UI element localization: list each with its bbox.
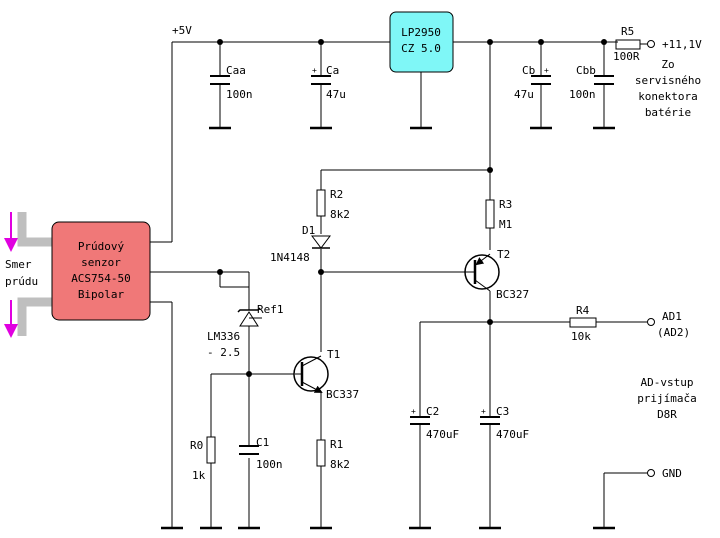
- r0-value: 1k: [192, 469, 206, 482]
- ca-value: 47u: [326, 88, 346, 101]
- cb-name: Cb: [522, 64, 535, 77]
- ca-plus: +: [312, 66, 317, 75]
- c2-value: 470uF: [426, 428, 459, 441]
- terminal-gnd: [647, 469, 655, 477]
- sensor-label-2: senzor: [81, 256, 121, 269]
- caa-name: Caa: [226, 64, 246, 77]
- c1-name: C1: [256, 436, 269, 449]
- ref1-name: Ref1: [257, 303, 284, 316]
- r1-name: R1: [330, 438, 343, 451]
- resistor-r2: [316, 189, 326, 217]
- r3-name: R3: [499, 198, 512, 211]
- ca-name: Ca: [326, 64, 339, 77]
- transistor-t1: [293, 355, 329, 393]
- cb-plus: +: [544, 66, 549, 75]
- current-direction-arrows: [4, 212, 18, 338]
- resistor-r4: [569, 317, 597, 328]
- capacitor-c2: [410, 416, 430, 425]
- reference-ref1: [237, 307, 262, 327]
- capacitor-caa: [210, 75, 230, 85]
- capacitor-c1: [239, 445, 259, 455]
- wires: [150, 41, 647, 528]
- resistor-r1: [316, 439, 326, 467]
- r4-value: 10k: [571, 330, 591, 343]
- junction-dots: [217, 39, 607, 377]
- adc-label-1: AD-vstup: [641, 376, 694, 389]
- r5-value: 100R: [613, 50, 640, 63]
- c3-name: C3: [496, 405, 509, 418]
- adc-label-3: D8R: [657, 408, 677, 421]
- r3-value: M1: [499, 218, 512, 231]
- d1-value: 1N4148: [270, 251, 310, 264]
- d1-name: D1: [302, 224, 315, 237]
- ref1-type-2: - 2.5: [207, 346, 240, 359]
- sensor-label-1: Prúdový: [78, 240, 125, 253]
- c2-name: C2: [426, 405, 439, 418]
- regulator-block: [389, 11, 454, 73]
- current-conductor: [17, 212, 52, 336]
- cb-value: 47u: [514, 88, 534, 101]
- r5-name: R5: [621, 25, 634, 38]
- diode-d1: [311, 235, 331, 249]
- sensor-label-3: ACS754-50: [71, 272, 131, 285]
- r2-value: 8k2: [330, 208, 350, 221]
- ad2-label: (AD2): [657, 326, 690, 339]
- capacitor-c3: [480, 416, 500, 425]
- r0-name: R0: [190, 439, 203, 452]
- resistor-r5: [615, 39, 641, 50]
- resistor-r0: [206, 436, 216, 464]
- cbb-name: Cbb: [576, 64, 596, 77]
- capacitor-ca: [311, 75, 331, 85]
- ad1-label: AD1: [662, 310, 682, 323]
- capacitor-cbb: [594, 75, 614, 85]
- source-label-1: Zo: [661, 58, 674, 71]
- terminal-plus-11v: [647, 40, 655, 48]
- gnd-label: GND: [662, 467, 682, 480]
- direction-label-2: prúdu: [5, 275, 38, 288]
- capacitor-cb: [531, 75, 551, 85]
- adc-label-2: prijímača: [637, 392, 697, 405]
- r2-name: R2: [330, 188, 343, 201]
- source-label-4: batérie: [645, 106, 691, 119]
- c3-plus: +: [481, 407, 486, 416]
- source-label-2: servisného: [635, 74, 701, 87]
- ground-symbols: [161, 126, 615, 530]
- current-sensor-block: [51, 221, 151, 321]
- cbb-value: 100n: [569, 88, 596, 101]
- regulator-label-1: LP2950: [401, 26, 441, 39]
- t1-value: BC337: [326, 388, 359, 401]
- r4-name: R4: [576, 304, 590, 317]
- source-label-3: konektora: [638, 90, 698, 103]
- sensor-label-4: Bipolar: [78, 288, 125, 301]
- t1-name: T1: [327, 348, 340, 361]
- r1-value: 8k2: [330, 458, 350, 471]
- input-voltage-label: +11,1V: [662, 38, 702, 51]
- c3-value: 470uF: [496, 428, 529, 441]
- resistor-r3: [485, 199, 495, 229]
- transistor-t2: [463, 253, 500, 292]
- direction-label-1: Smer: [5, 258, 32, 271]
- c1-value: 100n: [256, 458, 283, 471]
- vcc-label: +5V: [172, 24, 192, 37]
- caa-value: 100n: [226, 88, 253, 101]
- t2-value: BC327: [496, 288, 529, 301]
- regulator-label-2: CZ 5.0: [401, 42, 441, 55]
- labels: +5V Prúdový senzor ACS754-50 Bipolar LP2…: [5, 24, 702, 482]
- c2-plus: +: [411, 407, 416, 416]
- terminal-ad1: [647, 318, 655, 326]
- ref1-type-1: LM336: [207, 330, 240, 343]
- t2-name: T2: [497, 248, 510, 261]
